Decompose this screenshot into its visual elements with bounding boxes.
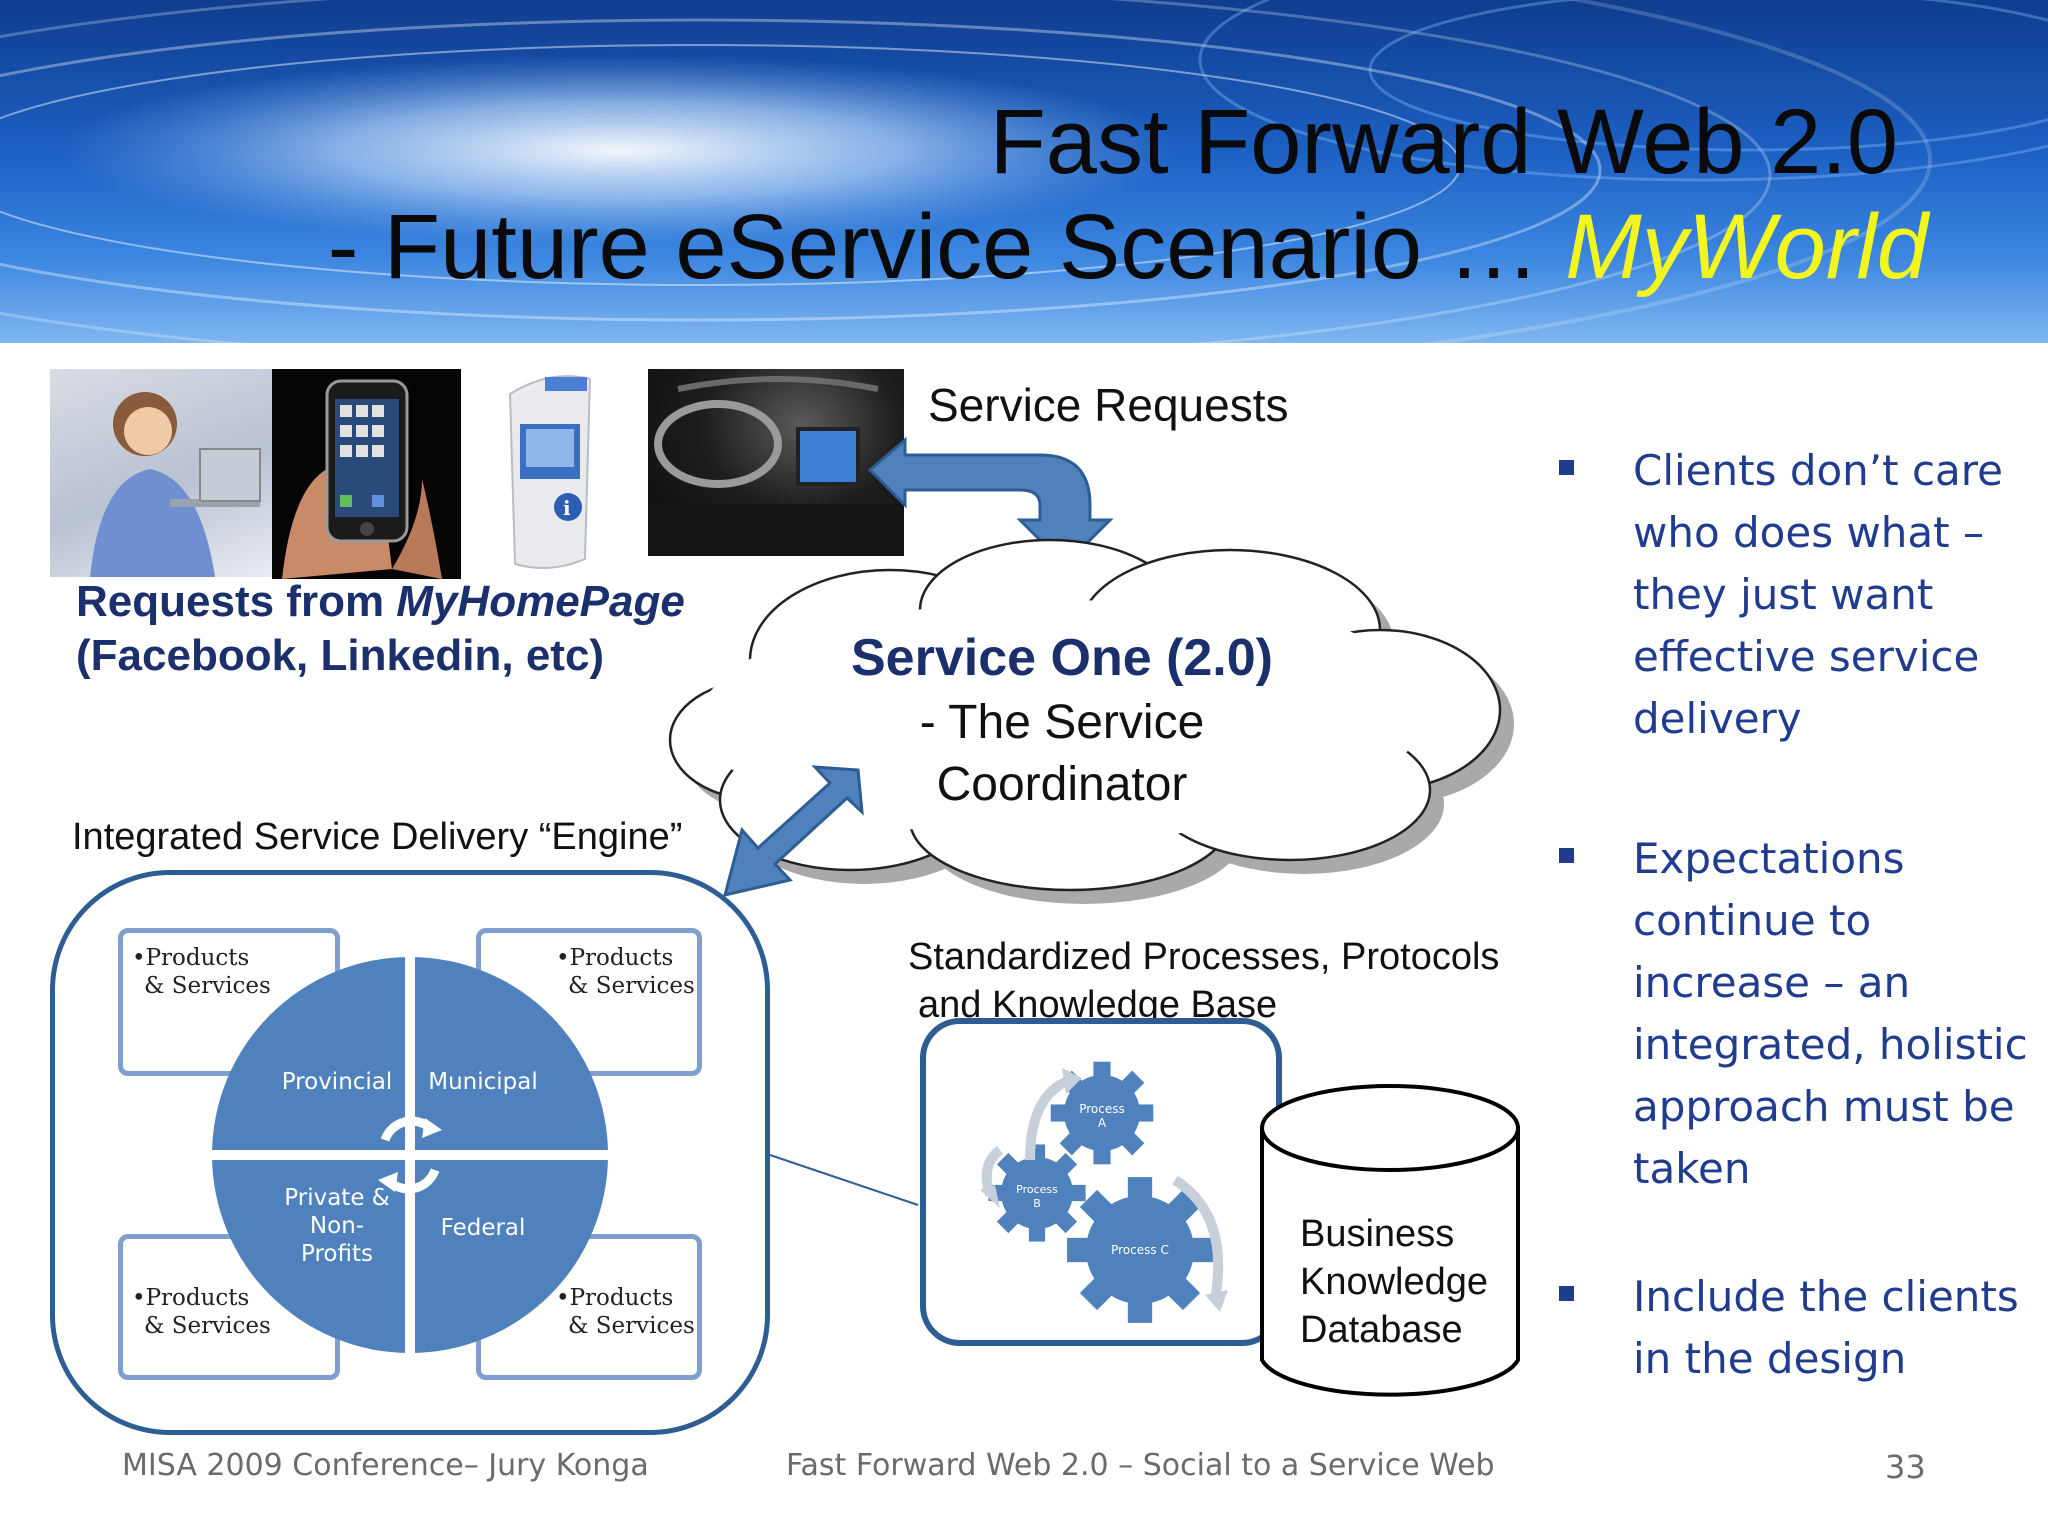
quadrant-private-nonprofits: Private & Non- Profits — [272, 1184, 402, 1268]
bullet-2-line-3: increase – an — [1633, 958, 1911, 1007]
header-banner: Fast Forward Web 2.0 - Future eService S… — [0, 0, 2048, 343]
gear-b-label: Process B — [1007, 1183, 1067, 1211]
photo-service-kiosk: i — [490, 369, 610, 574]
products-line1: •Products — [132, 1285, 250, 1311]
products-line2: & Services — [568, 1313, 695, 1339]
quadrant-federal: Federal — [440, 1215, 526, 1241]
bullet-1-line-3: they just want — [1633, 570, 1934, 619]
products-line1: •Products — [132, 945, 250, 971]
gear-c-label: Process C — [1111, 1243, 1169, 1257]
bullet-2-line-5: approach must be — [1633, 1082, 2015, 1131]
products-line2: & Services — [144, 1313, 271, 1339]
bullet-square-icon — [1559, 1286, 1574, 1301]
standardized-label-line1: Standardized Processes, Protocols — [908, 936, 1500, 978]
bullet-item-3: Include the clients in the design — [1555, 1266, 2035, 1390]
engine-double-arrow — [722, 765, 864, 898]
products-top-right: •Products & Services — [556, 944, 695, 1000]
database-line1: Business — [1300, 1213, 1455, 1255]
bullet-2-line-4: integrated, holistic — [1633, 1020, 2028, 1069]
products-top-left: •Products & Services — [132, 944, 271, 1000]
bullet-square-icon — [1559, 848, 1574, 863]
footer-center: Fast Forward Web 2.0 – Social to a Servi… — [786, 1448, 1495, 1483]
products-line1: •Products — [556, 1285, 674, 1311]
bullet-list: Clients don’t care who does what – they … — [1555, 440, 2035, 1390]
svg-text:i: i — [563, 496, 571, 520]
gear-b-line1: Process — [1016, 1183, 1058, 1196]
products-bottom-left: •Products & Services — [132, 1284, 271, 1340]
products-bottom-right: •Products & Services — [556, 1284, 695, 1340]
products-line2: & Services — [144, 973, 271, 999]
slide-title: Fast Forward Web 2.0 — [989, 91, 1898, 193]
car-dashboard-icon — [648, 376, 904, 556]
service-request-arrow — [867, 436, 1114, 568]
gear-b-line2: B — [1033, 1197, 1041, 1210]
database-line2: Knowledge — [1300, 1261, 1489, 1303]
smartphone-icon — [282, 379, 442, 579]
bullet-item-1: Clients don’t care who does what – they … — [1555, 440, 2035, 750]
quadrant-municipal: Municipal — [428, 1069, 538, 1095]
database-cylinder — [1260, 1128, 1520, 1397]
kiosk-icon: i — [508, 375, 592, 569]
bullet-2-line-2: continue to — [1633, 896, 1872, 945]
database-label: Business Knowledge Database — [1300, 1210, 1488, 1354]
products-line1: •Products — [556, 945, 674, 971]
photo-car-dashboard — [648, 369, 904, 556]
bullet-2-line-1: Expectations — [1633, 834, 1905, 883]
myhomepage-text: MyHomePage — [396, 577, 685, 626]
bullet-1-line-4: effective service — [1633, 632, 1980, 681]
requests-prefix: Requests from — [76, 577, 397, 626]
banner-swirl-graphic — [0, 0, 2048, 343]
quadrant-provincial: Provincial — [281, 1069, 393, 1095]
bullet-2-line-6: taken — [1633, 1144, 1751, 1193]
requests-line-1: Requests from MyHomePage — [76, 575, 685, 629]
woman-laptop-icon — [90, 392, 261, 577]
bullet-1-line-5: delivery — [1633, 694, 1802, 743]
bullet-square-icon — [1559, 460, 1574, 475]
requests-from-myhomepage: Requests from MyHomePage (Facebook, Link… — [76, 575, 685, 683]
page-number: 33 — [1885, 1448, 1926, 1486]
gear-a-label: Process A — [1072, 1102, 1132, 1130]
gear-a-line2: A — [1097, 1116, 1107, 1130]
photo-smartphone-in-hand — [272, 369, 461, 579]
requests-line-2: (Facebook, Linkedin, etc) — [76, 631, 605, 680]
database-line3: Database — [1300, 1309, 1463, 1351]
bullet-1-line-2: who does what – — [1633, 508, 1984, 557]
cloud-title: Service One (2.0) — [851, 629, 1273, 687]
engine-label: Integrated Service Delivery “Engine” — [72, 816, 683, 858]
private-line1: Private & — [284, 1185, 390, 1211]
gear-arrow-top — [1025, 1075, 1072, 1161]
slide-subtitle: - Future eService Scenario … MyWorld — [328, 195, 1928, 300]
photo-woman-at-laptop — [50, 369, 272, 577]
subtitle-highlight: MyWorld — [1565, 196, 1928, 298]
service-delivery-engine — [50, 870, 770, 1435]
products-line2: & Services — [568, 973, 695, 999]
private-line3: Profits — [301, 1241, 373, 1267]
bullet-item-2: Expectations continue to increase – an i… — [1555, 828, 2035, 1200]
gear-arrow-right — [1172, 1175, 1224, 1301]
bullet-3-line-1: Include the clients — [1633, 1272, 2019, 1321]
subtitle-prefix: - Future eService Scenario … — [327, 196, 1566, 298]
footer-left: MISA 2009 Conference– Jury Konga — [122, 1448, 649, 1483]
gear-a-line1: Process — [1079, 1102, 1125, 1116]
service-requests-label: Service Requests — [928, 379, 1289, 431]
cloud-subtitle-1: - The Service — [919, 696, 1205, 749]
engine-process-connector — [769, 1154, 919, 1206]
bullet-3-line-2: in the design — [1633, 1334, 1907, 1383]
private-line2: Non- — [309, 1213, 365, 1239]
cloud-subtitle-2: Coordinator — [936, 758, 1188, 811]
bullet-1-line-1: Clients don’t care — [1633, 446, 2003, 495]
